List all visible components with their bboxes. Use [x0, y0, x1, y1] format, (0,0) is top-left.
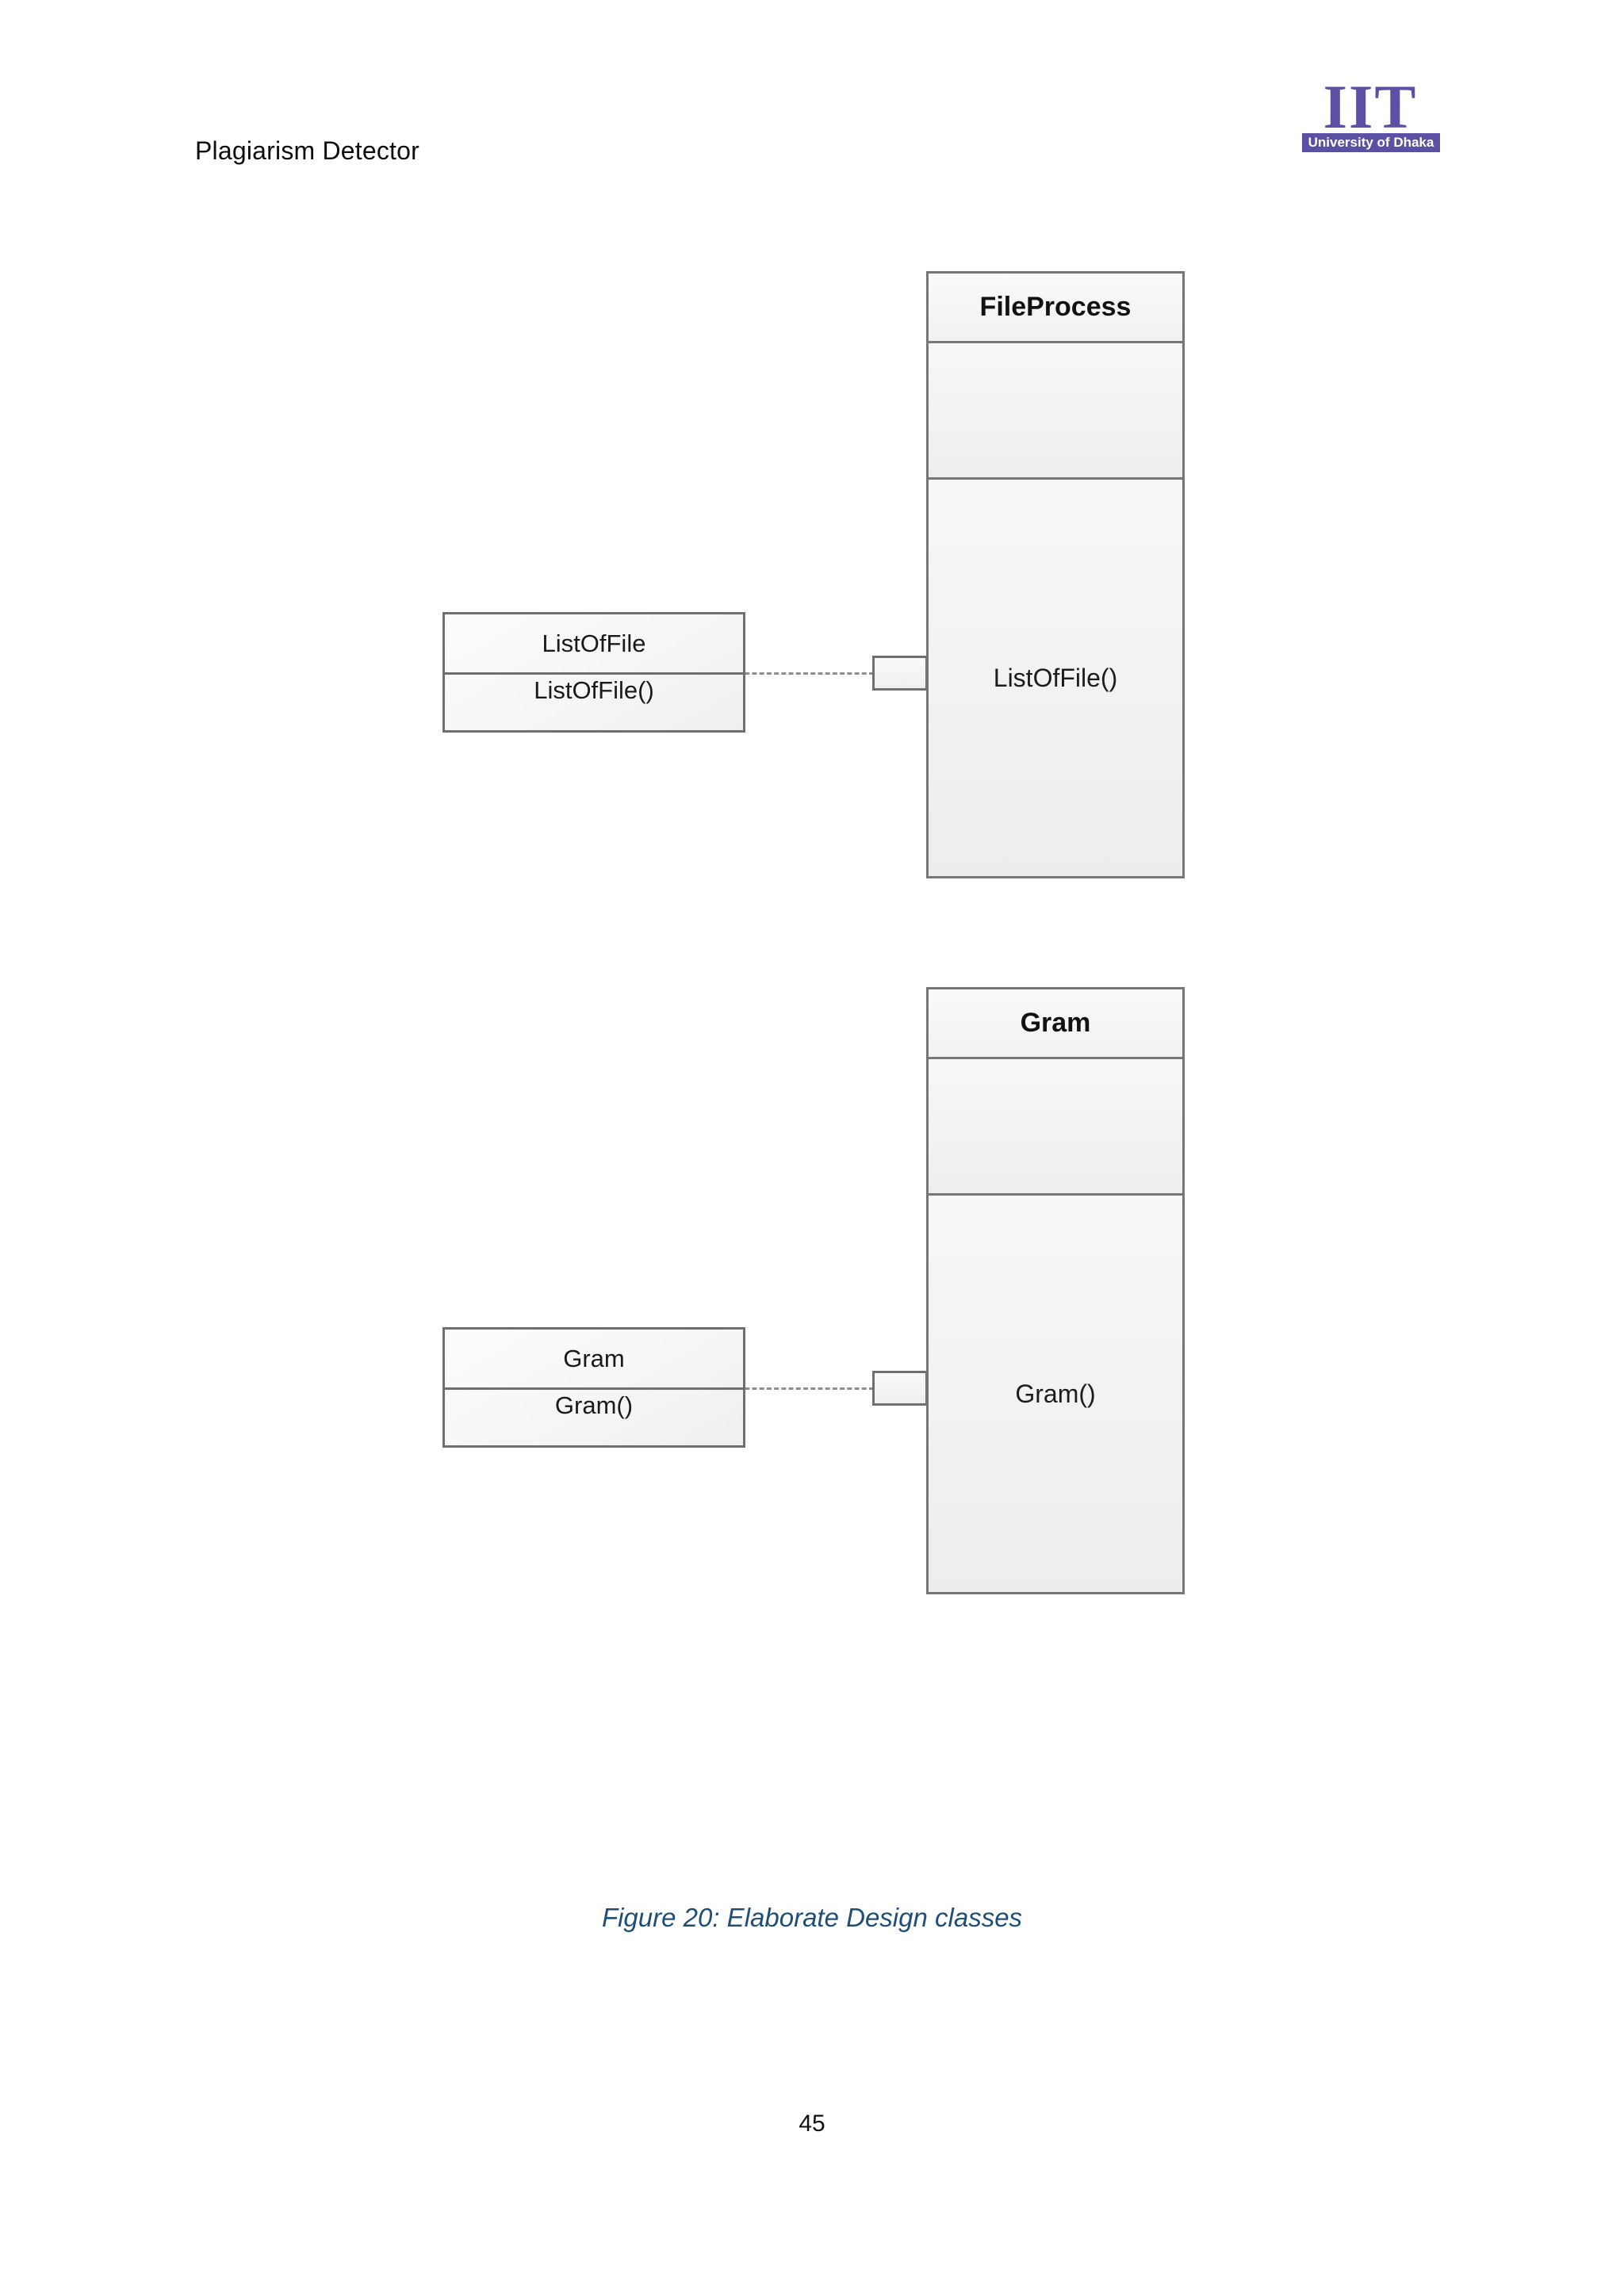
- analysis-class-gram[interactable]: Gram Gram(): [442, 1327, 745, 1448]
- analysis-class-name: Gram: [445, 1330, 743, 1390]
- design-class-gram[interactable]: Gram Gram(): [926, 987, 1185, 1594]
- page-header: Plagiarism Detector IIT University of Dh…: [0, 0, 1624, 182]
- connector-port-gram: [872, 1371, 928, 1406]
- logo-subtitle: University of Dhaka: [1302, 133, 1440, 152]
- figure-caption: Figure 20: Elaborate Design classes: [601, 1903, 1023, 1932]
- dependency-connector-gram: [737, 1387, 874, 1390]
- analysis-class-operation: ListOfFile(): [534, 676, 654, 704]
- class-attributes-compartment-fileprocess: [929, 343, 1182, 480]
- class-name-gram: Gram: [929, 989, 1182, 1059]
- running-header-title: Plagiarism Detector: [195, 136, 420, 165]
- logo-letters: IIT: [1323, 72, 1418, 141]
- class-operation-fileprocess: ListOfFile(): [929, 480, 1182, 876]
- connector-port-fileprocess: [872, 656, 928, 691]
- analysis-class-operation: Gram(): [554, 1391, 634, 1419]
- analysis-class-listoffile[interactable]: ListOfFile ListOfFile(): [442, 612, 745, 733]
- page-number: 45: [799, 2110, 825, 2137]
- class-name-fileprocess: FileProcess: [929, 274, 1182, 343]
- analysis-class-name: ListOfFile: [445, 614, 743, 675]
- class-operation-gram: Gram(): [929, 1196, 1182, 1592]
- iit-university-of-dhaka-logo: IIT University of Dhaka: [1300, 72, 1440, 154]
- class-attributes-compartment-gram: [929, 1059, 1182, 1196]
- design-class-fileprocess[interactable]: FileProcess ListOfFile(): [926, 271, 1185, 878]
- dependency-connector-listoffile: [737, 672, 874, 675]
